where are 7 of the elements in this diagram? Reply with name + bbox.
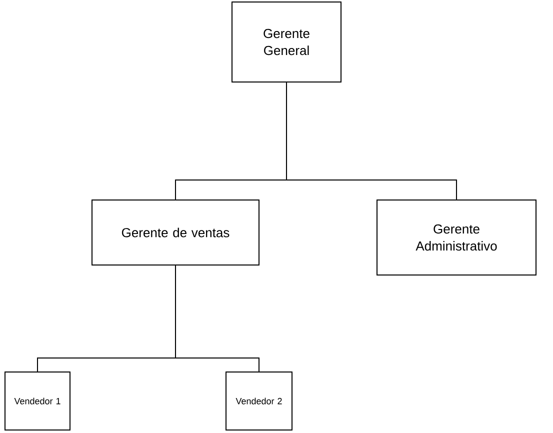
org-box: Gerente General bbox=[232, 2, 342, 82]
org-box: Vendedor 2 bbox=[226, 372, 292, 430]
connector-line bbox=[286, 82, 457, 200]
org-box: Gerente de ventas bbox=[92, 200, 260, 266]
org-box: Gerente Administrativo bbox=[376, 200, 536, 276]
connector-line bbox=[175, 265, 260, 372]
org-box: Vendedor 1 bbox=[4, 372, 70, 430]
